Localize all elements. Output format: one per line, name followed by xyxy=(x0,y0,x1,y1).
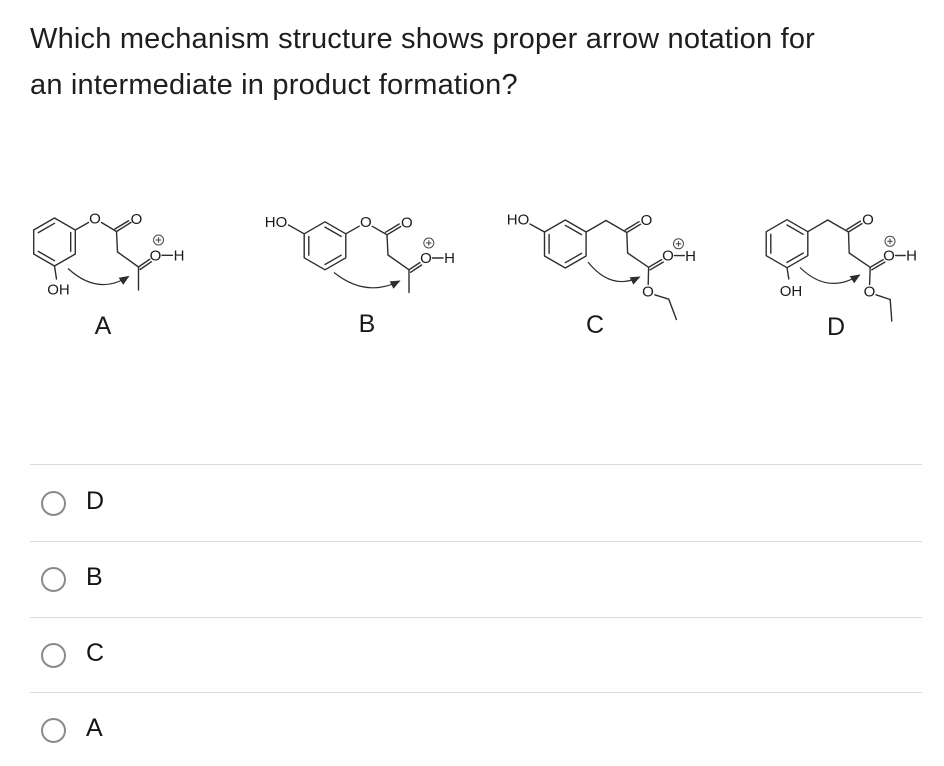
structure-d: O O H O OH D xyxy=(765,212,917,341)
structure-d-label: D xyxy=(827,313,845,341)
ester-oxygen-label: O xyxy=(642,284,654,301)
carbonyl-oxygen-label: O xyxy=(401,214,413,231)
hydroxyl-label: OH xyxy=(47,282,70,299)
hydrogen-label: H xyxy=(174,248,185,265)
protonated-oxygen-label: O xyxy=(150,247,162,264)
option-d-label: D xyxy=(86,487,105,515)
hydrogen-label: H xyxy=(685,248,696,265)
structure-c-label: C xyxy=(586,311,604,339)
option-a-label: A xyxy=(86,714,103,742)
option-c-label: C xyxy=(86,639,105,667)
curved-arrow xyxy=(587,261,641,285)
phenol-ho-label: HO xyxy=(265,214,288,231)
hydrogen-label: H xyxy=(906,248,917,265)
plus-charge-icon xyxy=(423,237,435,249)
benzene-ring xyxy=(303,221,347,271)
option-row-a[interactable]: A xyxy=(41,713,103,747)
plus-charge-icon xyxy=(153,234,164,246)
curved-arrow xyxy=(67,268,130,286)
protonated-oxygen-label: O xyxy=(662,248,674,265)
question-line-2: an intermediate in product formation? xyxy=(30,69,518,101)
radio-option-b[interactable] xyxy=(41,566,66,592)
question-line-1: Which mechanism structure shows proper a… xyxy=(30,23,816,55)
protonated-oxygen-label: O xyxy=(420,250,432,267)
structure-c: HO O O H O xyxy=(507,212,696,340)
divider xyxy=(30,617,922,618)
radio-option-a[interactable] xyxy=(41,717,66,743)
structure-a: O O O H OH A xyxy=(33,211,185,340)
protonated-oxygen-label: O xyxy=(883,248,895,265)
benzene-ring xyxy=(33,217,77,267)
hydrogen-label: H xyxy=(444,250,455,267)
radio-option-c[interactable] xyxy=(41,642,66,668)
benzene-ring xyxy=(543,219,587,269)
structure-b-label: B xyxy=(359,310,376,338)
ester-oxygen-label: O xyxy=(360,214,372,231)
ketone-oxygen-label: O xyxy=(641,212,653,229)
divider xyxy=(30,464,922,465)
ester-oxygen-label: O xyxy=(864,284,876,301)
option-row-b[interactable]: B xyxy=(41,562,103,596)
divider xyxy=(30,541,922,542)
ketone-oxygen-label: O xyxy=(862,212,874,229)
structure-b: HO O O O H B xyxy=(265,214,455,338)
option-row-d[interactable]: D xyxy=(41,486,104,520)
question-text: Which mechanism structure shows proper a… xyxy=(30,16,920,108)
carbonyl-oxygen-label: O xyxy=(131,211,143,228)
phenol-ho-label: HO xyxy=(507,212,530,229)
radio-option-d[interactable] xyxy=(41,490,66,516)
hydroxyl-label: OH xyxy=(780,283,803,300)
curved-arrow xyxy=(799,267,861,284)
benzene-ring xyxy=(765,218,809,269)
plus-charge-icon xyxy=(673,238,684,250)
structure-a-label: A xyxy=(95,312,112,340)
option-b-label: B xyxy=(86,563,103,591)
curved-arrow xyxy=(333,272,401,289)
option-row-c[interactable]: C xyxy=(41,638,104,672)
structures-canvas: O O O H OH A HO xyxy=(33,211,917,341)
plus-charge-icon xyxy=(884,235,896,247)
ester-oxygen-label: O xyxy=(89,211,101,228)
divider xyxy=(30,692,922,693)
